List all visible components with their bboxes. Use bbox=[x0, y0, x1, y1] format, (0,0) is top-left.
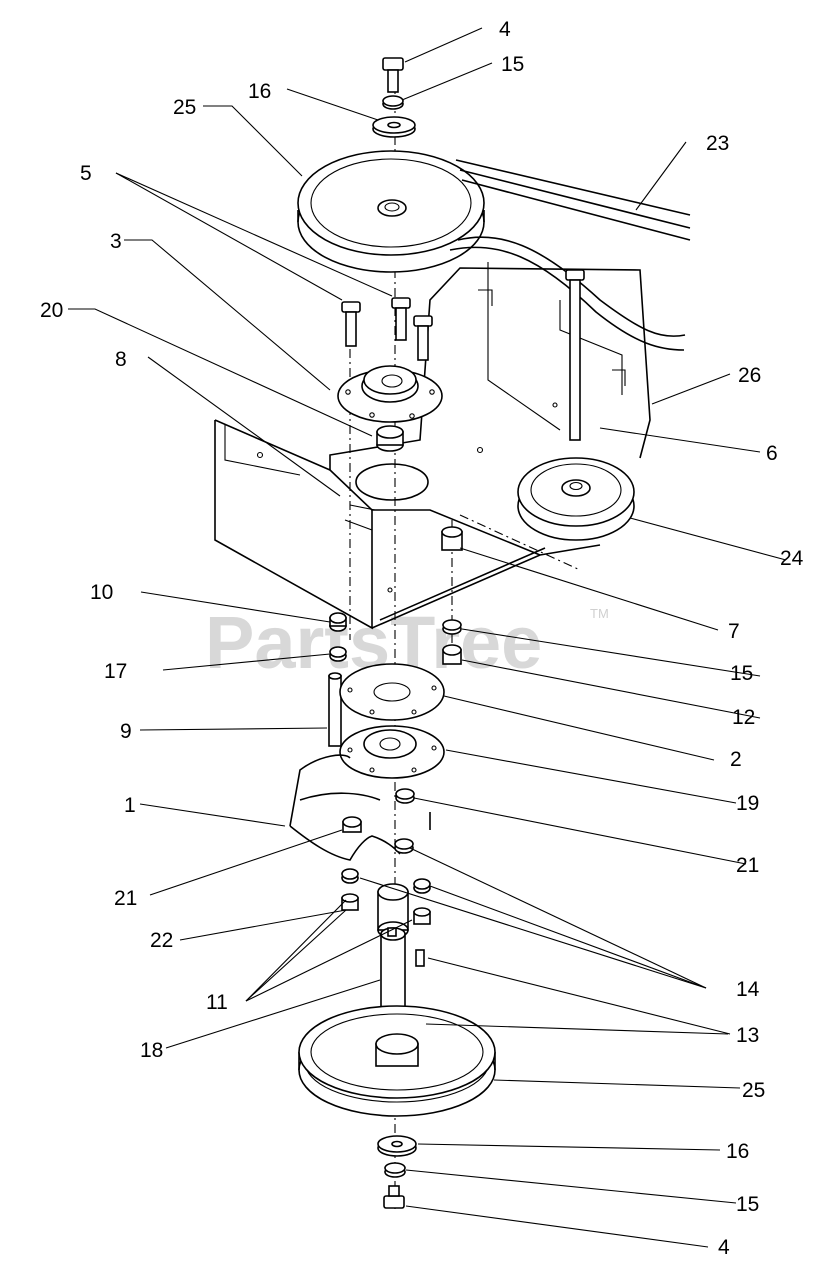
bottom-bolt bbox=[383, 1185, 405, 1209]
watermark-tm: TM bbox=[590, 606, 609, 621]
top-bolt bbox=[382, 57, 404, 93]
housing-frame bbox=[214, 262, 651, 630]
callout-21-right: 21 bbox=[736, 854, 759, 877]
coupler-sleeve bbox=[377, 883, 409, 939]
callout-14: 14 bbox=[736, 978, 760, 1001]
idler-spacer bbox=[441, 526, 463, 551]
callout-17: 17 bbox=[104, 660, 127, 683]
nut-12 bbox=[442, 644, 462, 665]
center-bolts bbox=[341, 297, 433, 361]
bottom-pulley bbox=[298, 1005, 496, 1117]
bottom-lock-washer bbox=[384, 1162, 406, 1178]
mounting-bracket bbox=[289, 754, 431, 861]
callout-7: 7 bbox=[728, 620, 740, 643]
top-lock-washer bbox=[382, 95, 404, 110]
callout-26: 26 bbox=[738, 364, 761, 387]
nut-21-right bbox=[395, 788, 415, 804]
callout-6: 6 bbox=[766, 442, 778, 465]
housing-hole bbox=[355, 463, 429, 501]
callout-3: 3 bbox=[110, 230, 122, 253]
callout-15-mid: 15 bbox=[730, 662, 753, 685]
callout-16-top: 16 bbox=[248, 80, 271, 103]
nut-21-left bbox=[342, 816, 362, 833]
drive-belt bbox=[449, 159, 691, 351]
upper-bearing-flange bbox=[337, 365, 443, 423]
callout-24: 24 bbox=[780, 547, 804, 570]
callout-1: 1 bbox=[124, 794, 136, 817]
stud-bolt bbox=[328, 672, 342, 747]
callout-20: 20 bbox=[40, 299, 63, 322]
lower-bearing-flange bbox=[339, 725, 445, 779]
bearing-plate bbox=[339, 663, 445, 721]
top-flat-washer bbox=[372, 116, 416, 138]
callout-22: 22 bbox=[150, 929, 173, 952]
idler-pulley bbox=[517, 457, 635, 541]
callout-4-bottom: 4 bbox=[718, 1236, 730, 1259]
callout-16-bottom: 16 bbox=[726, 1140, 749, 1163]
callout-18: 18 bbox=[140, 1039, 163, 1062]
callout-4-top: 4 bbox=[499, 18, 511, 41]
callout-9: 9 bbox=[120, 720, 132, 743]
idler-bolt bbox=[565, 269, 585, 441]
callout-25-bottom: 25 bbox=[742, 1079, 765, 1102]
callout-12: 12 bbox=[732, 706, 755, 729]
top-pulley bbox=[297, 150, 485, 273]
callout-21-left: 21 bbox=[114, 887, 137, 910]
callout-19: 19 bbox=[736, 792, 759, 815]
callout-2: 2 bbox=[730, 748, 742, 771]
bottom-flat-washer bbox=[377, 1135, 417, 1157]
lock-washer-15-mid bbox=[442, 619, 462, 635]
callout-13: 13 bbox=[736, 1024, 759, 1047]
callout-23: 23 bbox=[706, 132, 729, 155]
callout-10: 10 bbox=[90, 581, 113, 604]
callout-11: 11 bbox=[206, 991, 228, 1014]
callout-15-top: 15 bbox=[501, 53, 524, 76]
callout-5: 5 bbox=[80, 162, 92, 185]
callout-8: 8 bbox=[115, 348, 127, 371]
lock-washer-17 bbox=[329, 646, 347, 662]
spacer-collar bbox=[376, 425, 404, 452]
nuts-14 bbox=[341, 838, 431, 894]
leader-lines bbox=[68, 27, 787, 1248]
callout-25-top: 25 bbox=[173, 96, 196, 119]
callout-15-bottom: 15 bbox=[736, 1193, 759, 1216]
callouts: 4 15 16 25 23 5 3 20 8 26 6 24 10 7 15 1… bbox=[40, 18, 804, 1259]
nut-10 bbox=[329, 612, 347, 632]
